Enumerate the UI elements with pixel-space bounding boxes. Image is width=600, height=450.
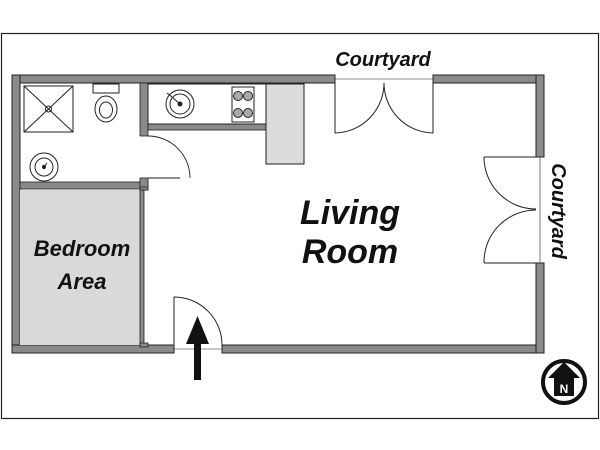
compass-letter: N <box>560 382 569 396</box>
courtyard-top-doors <box>334 78 434 134</box>
living-room-label-line1: Living <box>300 194 400 232</box>
bedroom-area <box>20 190 140 345</box>
interior-walls <box>19 82 267 346</box>
courtyard-right-label: Courtyard <box>547 163 569 259</box>
shower-icon <box>23 85 74 133</box>
sink-icon <box>29 152 59 182</box>
courtyard-top-label: Courtyard <box>335 49 431 71</box>
bedroom-area-label-line1: Bedroom <box>34 236 131 261</box>
bathroom-door <box>147 135 191 179</box>
courtyard-right-doors <box>483 156 541 264</box>
bedroom-area-label-line2: Area <box>57 269 107 294</box>
kitchen-sink-icon <box>165 89 195 119</box>
bedroom-opening <box>139 186 149 348</box>
arrow-up-icon <box>186 316 209 380</box>
toilet-icon <box>92 83 120 123</box>
north-compass-icon: N <box>541 359 587 405</box>
plan-frame <box>0 32 600 420</box>
stove-icon <box>231 86 255 123</box>
living-room-label-line2: Room <box>302 233 398 271</box>
